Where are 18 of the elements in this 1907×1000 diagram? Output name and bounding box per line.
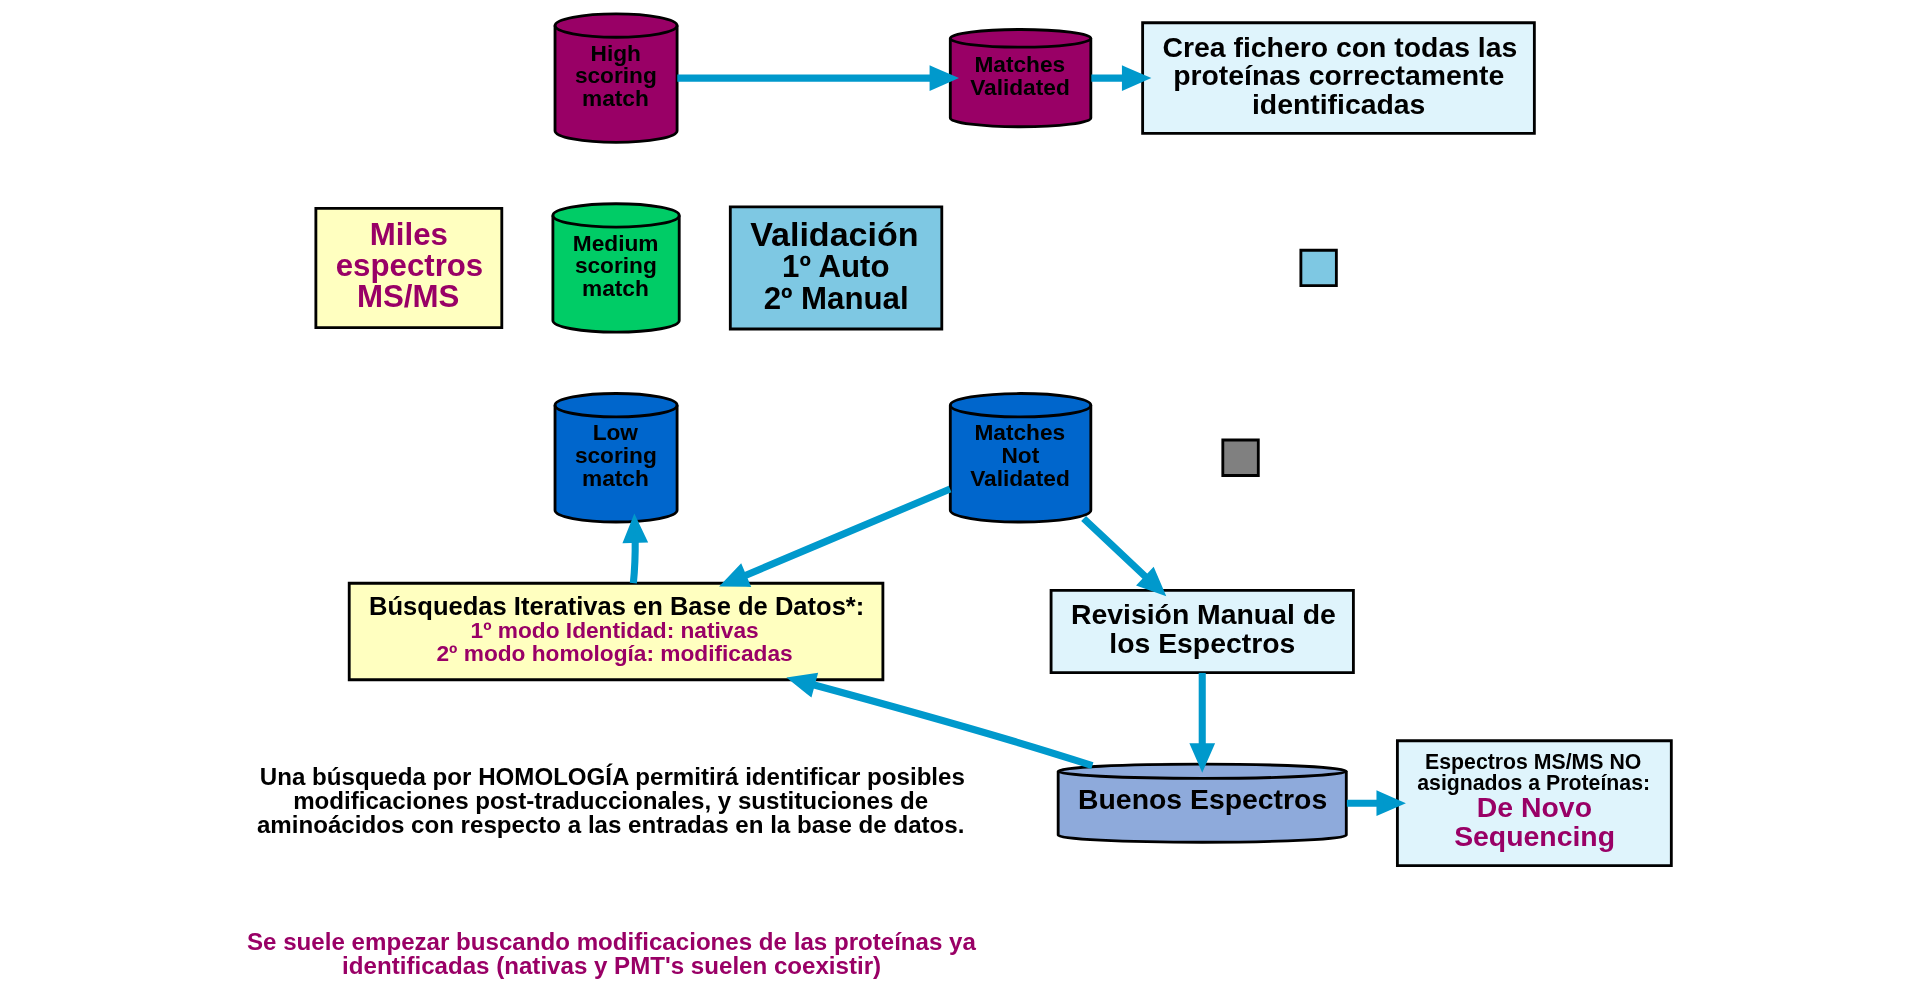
- label: Se suele empezar buscando modificaciones de las proteínas ya identificadas (nativas y PMT's suelen coexistir): [247, 928, 976, 980]
- node-box: Revisión Manual de los Espectros: [1049, 588, 1355, 675]
- node-box: [1221, 438, 1260, 477]
- node-box: Crea fichero con todas las proteínas correctamente identificadas: [1141, 21, 1536, 135]
- arrow: [719, 485, 952, 587]
- arrow: [622, 513, 649, 584]
- arrow: [1081, 515, 1167, 597]
- label: Una búsqueda por HOMOLOGÍA permitirá identificar posibles modificaciones post-traduccionales, y sustituciones de aminoácidos con respecto a las entradas en la base de datos.: [256, 762, 965, 839]
- arrow: [1189, 672, 1216, 773]
- arrow: [1091, 65, 1152, 91]
- node-box: Búsquedas Iterativas en Base de Datos*: 1º modo Identidad: nativas 2º modo homología: modificadas: [347, 581, 885, 682]
- arrow: [1346, 790, 1406, 817]
- node-box: Miles espectros MS/MS: [314, 206, 504, 329]
- node-box: Validación 1º Auto 2º Manual: [728, 205, 944, 331]
- arrow: [677, 65, 959, 91]
- node-box: [1299, 248, 1338, 288]
- node-box: Espectros MS/MS NO asignados a Proteínas: De Novo Sequencing: [1395, 739, 1673, 868]
- arrow: [786, 672, 1094, 769]
